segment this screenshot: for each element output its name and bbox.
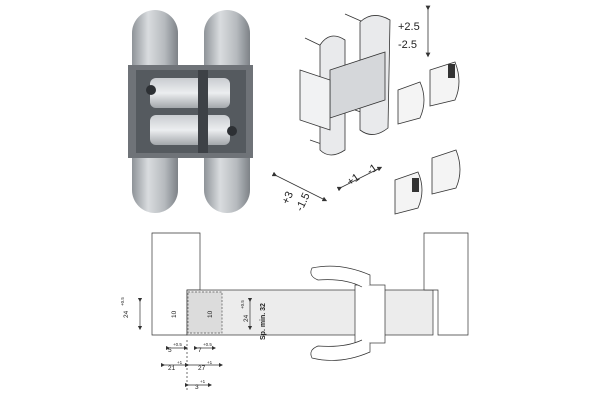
frame-right: [423, 232, 469, 336]
thickness-note: Sp. min. 32: [260, 303, 267, 340]
dim-a-tol: +0.5: [173, 342, 182, 347]
adjust-screw-icon: [146, 85, 156, 95]
exploded-view: [271, 5, 461, 215]
hinge-arm-bottom: [150, 115, 230, 145]
door-handle-rose: [354, 284, 386, 344]
vertical-plus-label: +2.5: [398, 21, 420, 33]
door-height-dimension: 24: [243, 314, 250, 322]
dim-c-tol: +1: [177, 360, 183, 365]
frame-height-dimension: 24: [123, 310, 130, 318]
vertical-minus-label: -2.5: [398, 39, 417, 51]
dim-d-tol: +1: [207, 360, 213, 365]
depth-adjust-arrow: [336, 166, 383, 192]
dim-e: 3: [195, 384, 199, 391]
depth-minus-label: -1: [365, 162, 380, 177]
dim-d: 27: [198, 365, 206, 372]
door-leaf: [186, 289, 434, 336]
hinge-arm-top: [150, 78, 230, 108]
door-height-tolerance: +0.5: [240, 300, 245, 309]
cover-cap-icon: [397, 81, 425, 125]
door-handle-lever: [310, 265, 371, 288]
hinge-photo: [128, 10, 253, 213]
dim-b: 7: [198, 347, 202, 354]
door-radius-label: 10: [207, 310, 214, 318]
lateral-plus-label: +3: [280, 190, 296, 206]
lateral-adjust-arrow: [271, 171, 328, 202]
door-handle-lever: [310, 339, 371, 361]
depth-plus-label: +1: [345, 171, 362, 188]
adjust-screw-icon: [227, 126, 237, 136]
frame-height-tolerance: +0.5: [120, 297, 125, 306]
dim-a: 5: [168, 347, 172, 354]
dim-e-tol: +1: [200, 379, 206, 384]
frame-radius-label: 10: [171, 310, 178, 318]
cover-cap-icon: [431, 149, 461, 195]
lateral-minus-label: -1.5: [294, 191, 313, 213]
dim-b-tol: +0.5: [203, 342, 212, 347]
installation-section: [137, 232, 469, 392]
dim-c: 21: [168, 365, 176, 372]
